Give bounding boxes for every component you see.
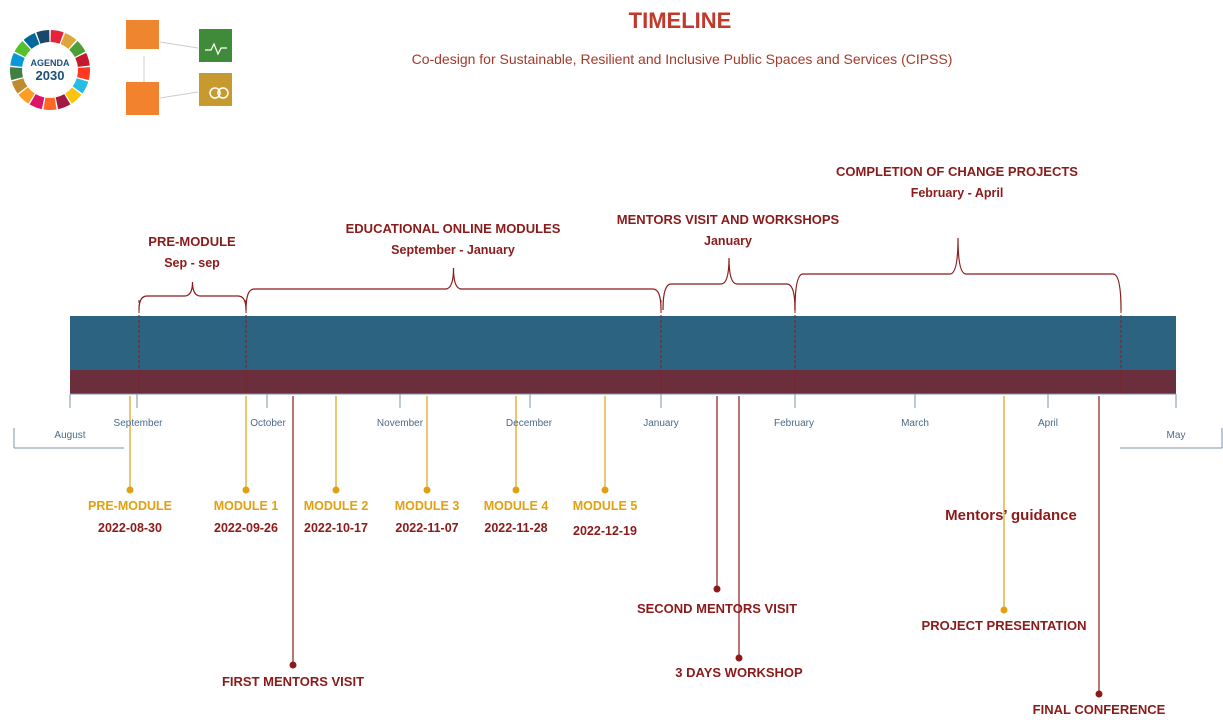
event-label-2: SECOND MENTORS VISIT [636, 601, 798, 616]
timeline-bar-bottom [70, 370, 1176, 394]
month-label-november: November [376, 418, 424, 429]
agenda-year: 2030 [36, 68, 65, 83]
sdg-wheel-segment [9, 67, 23, 81]
phase-period-3: January [704, 234, 752, 248]
sdg-wheel-segment [60, 32, 77, 49]
mentors-guidance-label: Mentors’ guidance [945, 507, 1077, 524]
sdg-wheel-segment [75, 52, 90, 67]
module-date-1: 2022-08-30 [98, 521, 162, 535]
page-subtitle: Co-design for Sustainable, Resilient and… [411, 51, 953, 67]
agenda-2030-logo: AGENDA 2030 [9, 20, 232, 115]
module-name-4: MODULE 3 [394, 499, 460, 513]
phase-title-1: PRE-MODULE [148, 234, 236, 249]
sdg-wheel-segment [77, 67, 90, 81]
module-date-3: 2022-10-17 [304, 521, 368, 535]
module-marker [512, 486, 520, 494]
sdg-wheel-segment [43, 97, 57, 111]
module-marker [332, 486, 340, 494]
brace-change-projects [794, 237, 1122, 311]
brace-educational-modules [245, 267, 662, 311]
sdg-wheel-segment [10, 52, 25, 67]
sdg-wheel-icon [9, 30, 90, 111]
phase-period-2: September - January [391, 243, 515, 257]
event-label-3: 3 DAYS WORKSHOP [675, 665, 803, 680]
month-label-february: February [773, 418, 815, 429]
sdg-wheel-segment [69, 40, 86, 58]
module-name-5: MODULE 4 [483, 499, 549, 513]
module-date-5: 2022-11-28 [484, 521, 548, 535]
month-label-october: October [250, 418, 286, 429]
sdg-wheel-segment [65, 87, 82, 104]
module-marker [423, 486, 431, 494]
event-label-1: FIRST MENTORS VISIT [221, 674, 365, 689]
module-date-2: 2022-09-26 [214, 521, 278, 535]
module-name-2: MODULE 1 [213, 499, 279, 513]
event-marker [713, 585, 721, 593]
phase-title-2: EDUCATIONAL ONLINE MODULES [345, 221, 561, 236]
event-label-4: PROJECT PRESENTATION [921, 618, 1087, 633]
event-marker [735, 654, 743, 662]
sdg-9-icon [126, 82, 159, 115]
brace-pre-module [138, 281, 247, 311]
page-title: TIMELINE [628, 8, 732, 33]
module-name-1: PRE-MODULE [87, 499, 173, 513]
timeline-bar-top [70, 316, 1176, 370]
sdg-wheel-segment [72, 78, 89, 94]
month-label-september: September [113, 418, 163, 429]
month-label-january: January [643, 418, 679, 429]
sdg-13-icon [199, 29, 232, 62]
month-label-december: December [505, 418, 553, 429]
sdg-wheel-segment [14, 40, 31, 58]
sdg-wheel-segment [55, 94, 71, 110]
month-label-april: April [1037, 418, 1059, 429]
brace-mentors-visit [662, 257, 796, 311]
sdg-wheel-segment [11, 78, 28, 94]
module-date-6: 2022-12-19 [573, 524, 637, 538]
module-name-6: MODULE 5 [572, 499, 638, 513]
module-date-4: 2022-11-07 [395, 521, 459, 535]
sdg-wheel-segment [50, 30, 64, 44]
phase-period-4: February - April [910, 186, 1004, 200]
sdg-wheel-segment [36, 30, 50, 44]
event-marker [1000, 606, 1008, 614]
month-label-august: August [54, 430, 86, 441]
phase-period-1: Sep - sep [164, 256, 220, 270]
month-label-may: May [1166, 430, 1186, 441]
module-marker [601, 486, 609, 494]
module-name-3: MODULE 2 [303, 499, 369, 513]
agenda-label: AGENDA [30, 58, 70, 68]
phase-title-3: MENTORS VISIT AND WORKSHOPS [616, 212, 840, 227]
month-label-march: March [901, 418, 929, 429]
event-marker [289, 661, 297, 669]
sdg-wheel-segment [29, 94, 45, 110]
event-marker [1095, 690, 1103, 698]
sdg-11-icon [126, 20, 159, 49]
module-marker [126, 486, 134, 494]
event-label-5: FINAL CONFERENCE [1032, 702, 1166, 717]
sdg-wheel-segment [18, 87, 35, 104]
module-marker [242, 486, 250, 494]
phase-title-4: COMPLETION OF CHANGE PROJECTS [836, 164, 1078, 179]
sdg-wheel-segment [23, 32, 40, 49]
